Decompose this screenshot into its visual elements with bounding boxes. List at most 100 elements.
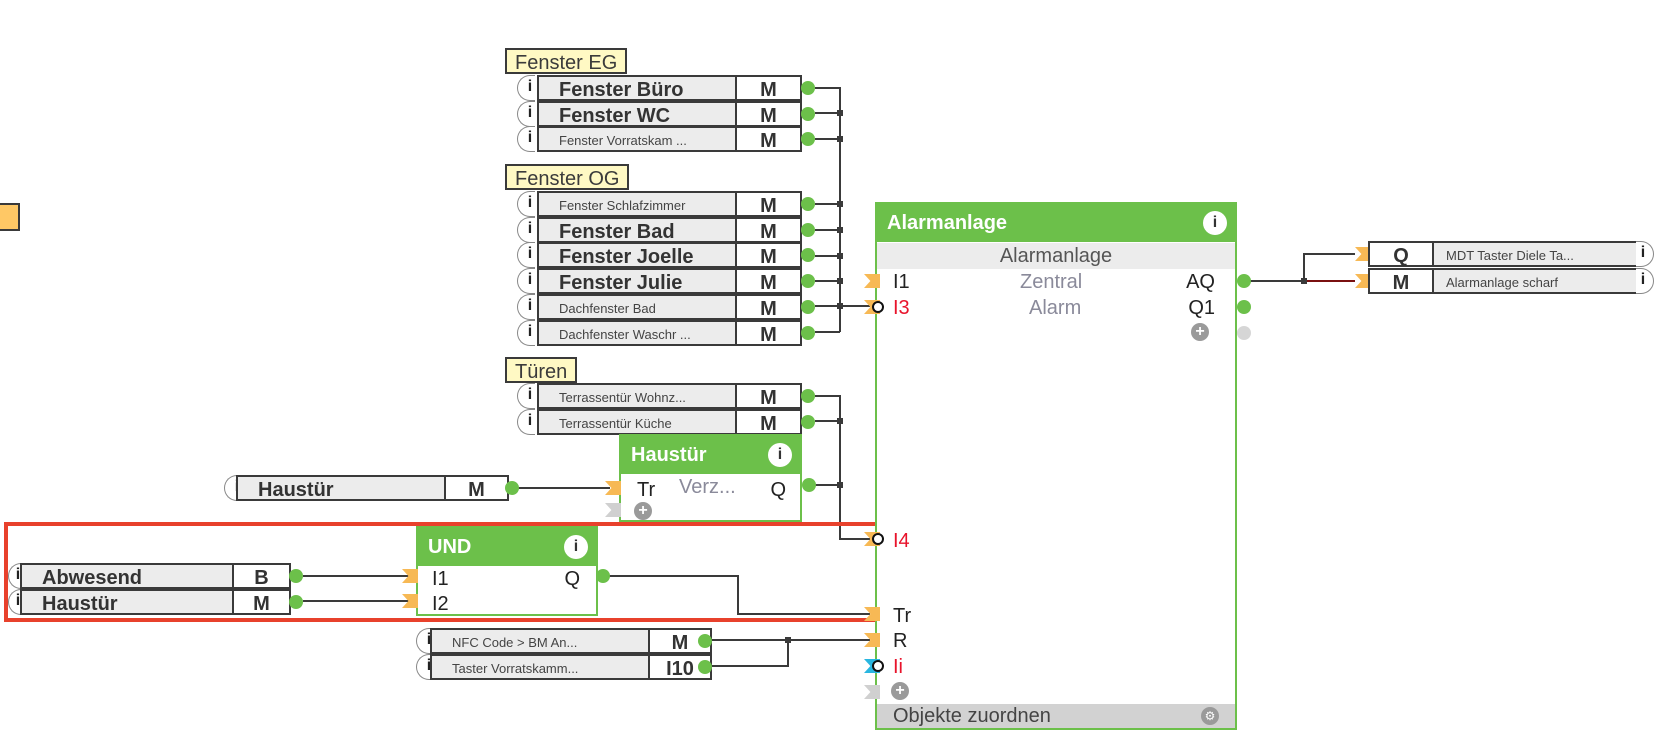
object-name: MDT Taster Diele Ta... xyxy=(1432,241,1638,267)
assign-objects-button[interactable]: Objekte zuordnen ⚙ xyxy=(877,704,1235,728)
output-port[interactable] xyxy=(801,274,815,289)
output-port[interactable] xyxy=(801,389,815,403)
object-type: M xyxy=(735,319,802,346)
info-icon[interactable]: i xyxy=(527,296,533,314)
add-output-icon[interactable]: + xyxy=(1191,323,1209,341)
group-label-tueren[interactable]: Türen xyxy=(505,357,578,383)
block-header[interactable]: Alarmanlage i xyxy=(877,204,1235,242)
input-label-i1: I1 xyxy=(432,568,449,590)
block-header[interactable]: Haustür i xyxy=(621,436,800,474)
object-name: Terrassentür Wohnz... xyxy=(537,383,737,409)
object-cap xyxy=(517,268,535,295)
input-port-r[interactable] xyxy=(864,633,880,647)
output-port-q[interactable] xyxy=(596,569,610,583)
input-port-tr[interactable] xyxy=(605,481,621,495)
output-port[interactable] xyxy=(801,248,815,263)
output-port[interactable] xyxy=(289,595,303,609)
info-icon[interactable]: i xyxy=(527,78,533,95)
input-port-i1[interactable] xyxy=(402,569,418,583)
output-port-q1[interactable] xyxy=(1237,300,1251,314)
block-und[interactable]: UND i I1 I2 Q xyxy=(416,526,598,616)
input-port-tr[interactable] xyxy=(864,607,880,621)
info-icon[interactable]: i xyxy=(527,411,533,429)
param-alarm: Alarm xyxy=(1029,297,1082,319)
output-port[interactable] xyxy=(801,299,815,314)
output-port[interactable] xyxy=(801,81,815,95)
input-port[interactable] xyxy=(1355,247,1371,261)
info-icon[interactable]: i xyxy=(768,443,792,467)
object-cap xyxy=(517,75,535,101)
output-label-q1: Q1 xyxy=(1188,297,1215,319)
object-haustuer-input[interactable]: i Haustür M xyxy=(224,475,509,501)
output-port[interactable] xyxy=(698,660,712,674)
output-port[interactable] xyxy=(698,634,712,648)
output-port-add[interactable] xyxy=(1237,326,1251,340)
object-type: M xyxy=(735,268,802,295)
block-header[interactable]: UND i xyxy=(418,528,596,566)
info-icon[interactable]: i xyxy=(527,322,533,340)
info-icon[interactable]: i xyxy=(426,631,432,648)
info-icon[interactable]: i xyxy=(15,592,21,609)
output-port[interactable] xyxy=(801,222,815,237)
info-icon[interactable]: i xyxy=(426,657,432,674)
object-mdt-taster[interactable]: Q MDT Taster Diele Ta... i xyxy=(1368,241,1656,267)
info-icon[interactable]: i xyxy=(527,194,533,211)
info-icon[interactable]: i xyxy=(527,219,533,237)
object-cap xyxy=(517,408,535,435)
object-nfc-code[interactable]: i NFC Code > BM An... M xyxy=(416,628,712,654)
input-port[interactable] xyxy=(1355,274,1371,288)
object-abwesend[interactable]: i Abwesend B xyxy=(8,563,291,589)
output-port[interactable] xyxy=(289,569,303,583)
input-port-add[interactable] xyxy=(605,503,621,517)
add-input-icon[interactable]: + xyxy=(634,502,652,520)
object-alarmanlage-scharf[interactable]: M Alarmanlage scharf i xyxy=(1368,268,1656,294)
block-alarmanlage[interactable]: Alarmanlage i Alarmanlage I1 I3 I4 Tr R … xyxy=(875,202,1237,730)
info-icon[interactable]: i xyxy=(527,386,533,403)
input-label-i2: I2 xyxy=(432,593,449,615)
object-type: Q xyxy=(1368,241,1434,267)
partial-object-stub[interactable] xyxy=(0,203,20,231)
input-port-i1[interactable] xyxy=(864,274,880,288)
input-port-add[interactable] xyxy=(864,685,880,699)
add-input-icon[interactable]: + xyxy=(891,682,909,700)
output-port[interactable] xyxy=(505,481,519,495)
info-icon[interactable]: i xyxy=(527,129,533,147)
output-port[interactable] xyxy=(801,414,815,429)
group-label-fenster-eg[interactable]: Fenster EG xyxy=(505,48,628,74)
info-icon[interactable]: i xyxy=(15,566,21,583)
object-taster-vorrat[interactable]: i Taster Vorratskamm... I10 xyxy=(416,654,712,680)
object-type: M xyxy=(1368,268,1434,294)
output-port[interactable] xyxy=(801,197,815,211)
object-name: Terrassentür Küche xyxy=(537,408,737,435)
info-icon[interactable]: i xyxy=(1203,211,1227,235)
gear-icon[interactable]: ⚙ xyxy=(1201,707,1219,725)
output-port[interactable] xyxy=(801,325,815,340)
wire-taster xyxy=(708,640,789,667)
output-port[interactable] xyxy=(801,106,815,121)
input-port-i2[interactable] xyxy=(402,594,418,608)
info-icon[interactable]: i xyxy=(564,535,588,559)
output-port-aq[interactable] xyxy=(1237,274,1251,288)
block-haustuer[interactable]: Haustür i Tr Verz... Q + xyxy=(619,434,802,522)
output-port-q[interactable] xyxy=(802,478,816,492)
info-icon[interactable]: i xyxy=(527,103,533,121)
info-icon[interactable]: i xyxy=(1640,271,1646,288)
info-icon[interactable]: i xyxy=(527,245,533,263)
group-label-fenster-og[interactable]: Fenster OG xyxy=(505,164,630,190)
object-cap xyxy=(517,293,535,320)
object-haustuer-und[interactable]: i Haustür M xyxy=(8,589,291,615)
output-port[interactable] xyxy=(801,132,815,147)
info-icon[interactable]: i xyxy=(527,271,533,289)
info-icon[interactable]: i xyxy=(1640,244,1646,261)
